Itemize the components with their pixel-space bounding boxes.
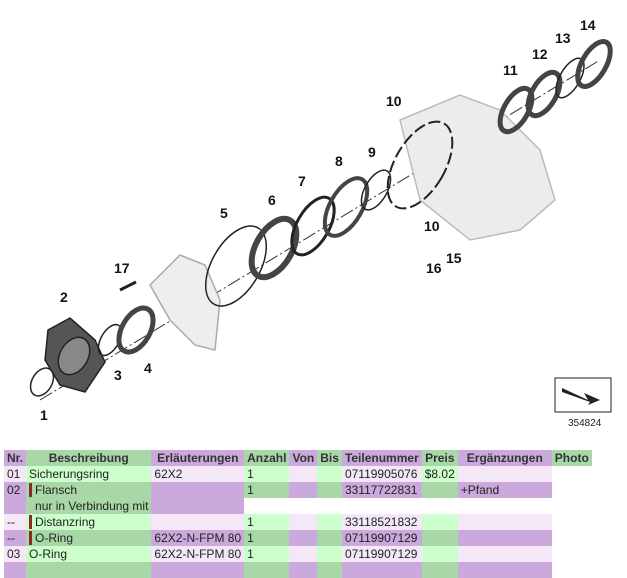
table-row[interactable]: -- Distanzring 1 33118521832 xyxy=(4,514,592,530)
cell-price xyxy=(421,530,458,546)
callout-6: 6 xyxy=(268,192,276,208)
cell-extra xyxy=(457,466,552,482)
col-preis: Preis xyxy=(421,450,458,466)
cell-price xyxy=(421,482,458,498)
table-row[interactable]: 02 Flansch 1 33117722831 +Pfand xyxy=(4,482,592,498)
cell-nr: 02 xyxy=(4,482,27,498)
cell-desc: O-Ring xyxy=(29,531,74,545)
part-1-ring xyxy=(29,367,55,397)
table-header: Nr. Beschreibung Erläuterungen Anzahl Vo… xyxy=(4,450,592,466)
cell-part: 33118521832 xyxy=(341,514,422,530)
cell-bis xyxy=(317,482,342,498)
table-row-note: nur in Verbindung mit xyxy=(4,498,592,514)
cell-note xyxy=(151,514,245,530)
cell-extra xyxy=(457,530,552,546)
callout-13: 13 xyxy=(555,30,571,46)
callout-3: 3 xyxy=(114,367,122,383)
cell-photo xyxy=(551,466,592,482)
table-row-partial xyxy=(4,562,592,578)
callout-14: 14 xyxy=(580,17,596,33)
cell-qty: 1 xyxy=(244,530,290,546)
cell-qty: 1 xyxy=(244,546,290,562)
cell-part: 07119907129 xyxy=(341,530,422,546)
callout-labels: 1 2 3 4 5 6 7 8 9 10 10 11 12 13 14 15 1… xyxy=(40,17,596,423)
exploded-parts-diagram: 1 2 3 4 5 6 7 8 9 10 10 11 12 13 14 15 1… xyxy=(29,17,613,429)
cell-nr xyxy=(4,498,27,514)
cell-note: 62X2-N-FPM 80 xyxy=(151,530,245,546)
callout-12: 12 xyxy=(532,46,548,62)
callout-11: 11 xyxy=(503,62,518,78)
cell-qty: 1 xyxy=(244,514,290,530)
cell-qty: 1 xyxy=(244,466,290,482)
callout-10-bottom: 10 xyxy=(424,218,440,234)
cell-von xyxy=(289,466,318,482)
cell-part: 07119905076 xyxy=(341,466,422,482)
cell-nr: -- xyxy=(4,530,27,546)
cell-note: 62X2-N-FPM 80 xyxy=(151,546,245,562)
cell-von xyxy=(289,482,318,498)
cell-nr: 03 xyxy=(4,546,27,562)
cell-bis xyxy=(317,514,342,530)
cell-bis xyxy=(317,466,342,482)
cell-price: $8.02 xyxy=(421,466,458,482)
table-row[interactable]: 03 O-Ring 62X2-N-FPM 80 1 07119907129 xyxy=(4,546,592,562)
cell-extra xyxy=(457,514,552,530)
callout-7: 7 xyxy=(298,173,306,189)
callout-4: 4 xyxy=(144,360,152,376)
table-row[interactable]: -- O-Ring 62X2-N-FPM 80 1 07119907129 xyxy=(4,530,592,546)
col-anzahl: Anzahl xyxy=(244,450,290,466)
cell-bis xyxy=(317,546,342,562)
cell-qty: 1 xyxy=(244,482,290,498)
callout-8: 8 xyxy=(335,153,343,169)
callout-1: 1 xyxy=(40,407,48,423)
cell-extra xyxy=(457,546,552,562)
cell-desc: Distanzring xyxy=(29,515,96,529)
part-2-flange xyxy=(44,317,106,393)
callout-16: 16 xyxy=(426,260,442,276)
col-bis: Bis xyxy=(317,450,342,466)
cell-desc: Flansch xyxy=(29,483,78,497)
cell-nr: 01 xyxy=(4,466,27,482)
cell-bis xyxy=(317,530,342,546)
callout-15: 15 xyxy=(446,250,462,266)
cell-photo xyxy=(551,514,592,530)
cell-note: 62X2 xyxy=(151,466,245,482)
cell-desc: nur in Verbindung mit xyxy=(26,498,152,514)
callout-2: 2 xyxy=(60,289,68,305)
cell-photo xyxy=(551,546,592,562)
cell-empty xyxy=(244,498,592,514)
col-von: Von xyxy=(289,450,318,466)
cell-desc: O-Ring xyxy=(26,546,152,562)
cell-part: 07119907129 xyxy=(341,546,422,562)
table-row[interactable]: 01 Sicherungsring 62X2 1 07119905076 $8.… xyxy=(4,466,592,482)
col-teilenummer: Teilenummer xyxy=(341,450,422,466)
cell-photo xyxy=(551,482,592,498)
callout-10-top: 10 xyxy=(386,93,402,109)
cell-part: 33117722831 xyxy=(341,482,422,498)
cell-von xyxy=(289,530,318,546)
orientation-arrow-icon xyxy=(554,377,612,413)
cell-nr: -- xyxy=(4,514,27,530)
col-beschreibung: Beschreibung xyxy=(26,450,152,466)
callout-17: 17 xyxy=(114,260,130,276)
cell-extra: +Pfand xyxy=(457,482,552,498)
col-ergaenzungen: Ergänzungen xyxy=(457,450,552,466)
cell-von xyxy=(289,546,318,562)
cell-photo xyxy=(551,530,592,546)
cell-price xyxy=(421,546,458,562)
cell-price xyxy=(421,514,458,530)
cell-note xyxy=(151,498,245,514)
callout-9: 9 xyxy=(368,144,376,160)
image-number: 354824 xyxy=(568,418,602,429)
cell-desc: Sicherungsring xyxy=(26,466,152,482)
callout-5: 5 xyxy=(220,205,228,221)
cell-note xyxy=(151,482,245,498)
cell-von xyxy=(289,514,318,530)
col-erlaeuterungen: Erläuterungen xyxy=(151,450,245,466)
col-nr: Nr. xyxy=(4,450,27,466)
parts-table: Nr. Beschreibung Erläuterungen Anzahl Vo… xyxy=(4,450,592,578)
col-photo: Photo xyxy=(551,450,592,466)
